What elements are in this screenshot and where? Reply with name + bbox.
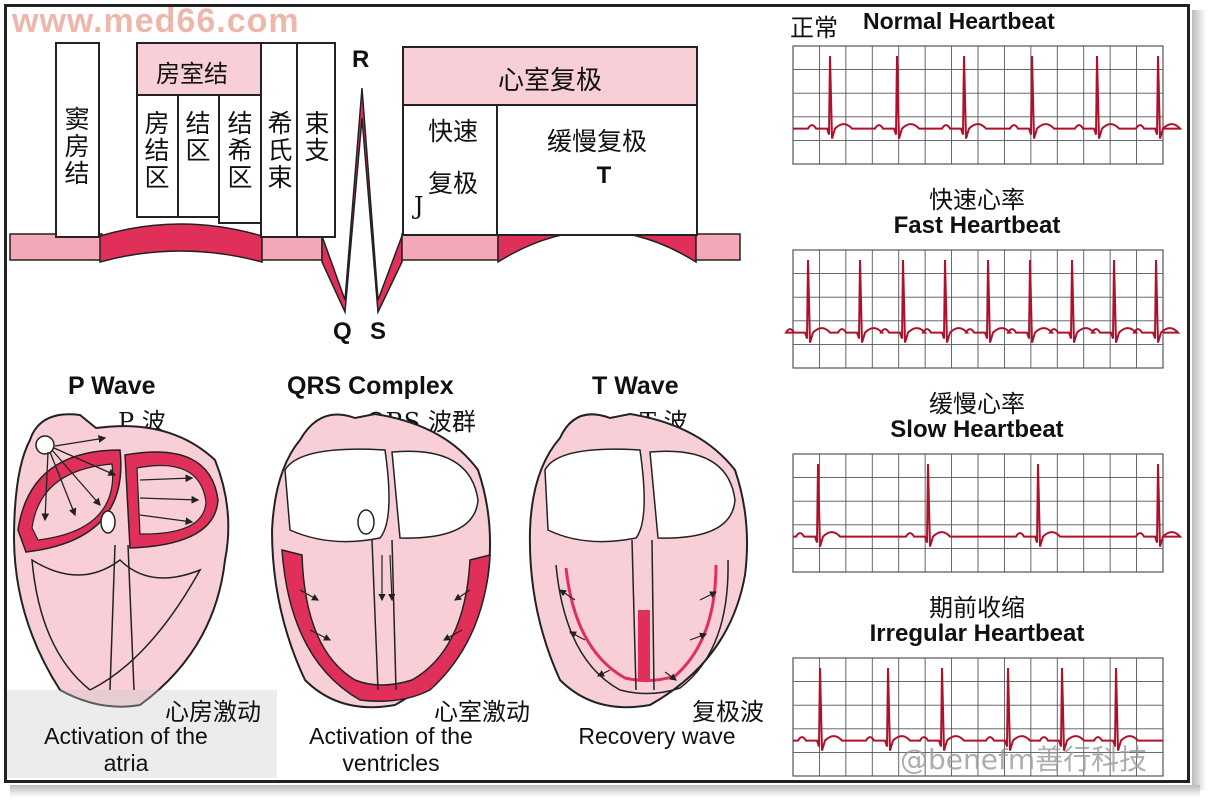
av-junction-label: 房室结 bbox=[156, 60, 228, 88]
t-wave-title: T Wave bbox=[592, 372, 679, 400]
slow-repol-label: 缓慢复极 bbox=[546, 127, 647, 156]
nodal-label: 结区 bbox=[182, 110, 211, 164]
rapid-repol-line1: 快速 bbox=[428, 117, 479, 146]
atria-caption-line2: atria bbox=[103, 750, 149, 776]
sa-node-label: 窦房结 bbox=[61, 106, 90, 187]
slow-cn-title: 缓慢心率 bbox=[929, 390, 1025, 418]
atria-caption-line1: Activation of the bbox=[44, 723, 208, 749]
rapid-repol-box: 快速 复极 J bbox=[402, 104, 498, 236]
rapid-repol-line2: 复极 bbox=[428, 169, 479, 198]
watermark-bottom: @benefm善行科技 bbox=[900, 743, 1148, 776]
p-wave-title: P Wave bbox=[68, 372, 156, 400]
r-peak-label: R bbox=[352, 46, 370, 73]
ecg-trace bbox=[793, 55, 1183, 139]
fast-cn-title: 快速心率 bbox=[929, 186, 1025, 214]
normal-en-title: Normal Heartbeat bbox=[863, 8, 1055, 34]
ventricular-repol-box: 心室复极 bbox=[402, 46, 698, 106]
recovery-cn-caption: 复极波 bbox=[692, 698, 764, 726]
watermark-top: www.med66.com bbox=[12, 2, 300, 40]
hearts-illustration bbox=[12, 412, 749, 709]
ecg-trace bbox=[784, 259, 1181, 343]
sa-node-box: 窦房结 bbox=[55, 42, 100, 238]
s-point-label: S bbox=[370, 318, 387, 345]
atrionodal-box: 房结区 bbox=[136, 94, 179, 218]
slow-en-title: Slow Heartbeat bbox=[890, 416, 1064, 443]
fast-ecg-panel bbox=[784, 249, 1181, 369]
ventricles-caption-line2: ventricles bbox=[342, 750, 440, 776]
fast-en-title: Fast Heartbeat bbox=[893, 212, 1061, 239]
normal-ecg-panel bbox=[792, 45, 1183, 165]
his-bundle-label: 希氏束 bbox=[264, 110, 293, 191]
normal-cn-title: 正常 bbox=[790, 14, 838, 42]
irregular-cn-title: 期前收缩 bbox=[929, 594, 1025, 622]
recovery-caption-line1: Recovery wave bbox=[578, 723, 736, 749]
ventricles-caption-line1: Activation of the bbox=[309, 723, 473, 749]
bundle-branch-label: 束支 bbox=[301, 110, 330, 164]
heart-recovery-icon bbox=[528, 412, 749, 709]
ecg-trace bbox=[793, 463, 1183, 547]
ecg-trace bbox=[793, 667, 1163, 751]
atrionodal-label: 房结区 bbox=[141, 110, 170, 191]
ventricles-cn-caption: 心室激动 bbox=[434, 698, 530, 726]
irregular-en-title: Irregular Heartbeat bbox=[869, 620, 1085, 647]
heart-atria-activation-icon bbox=[12, 413, 230, 708]
nodal-his-label: 结希区 bbox=[224, 110, 253, 191]
heart-ventricle-activation-icon bbox=[270, 412, 492, 709]
atria-cn-caption: 心房激动 bbox=[165, 698, 261, 726]
q-point-label: Q bbox=[333, 318, 352, 345]
caption-strip bbox=[7, 690, 277, 778]
qrs-title: QRS Complex bbox=[287, 372, 454, 400]
j-point-label: J bbox=[414, 192, 424, 220]
t-point-label: T bbox=[596, 162, 612, 189]
irregular-ecg-panel bbox=[792, 657, 1164, 777]
bundle-branch-box: 束支 bbox=[296, 42, 336, 238]
slow-ecg-panel bbox=[792, 453, 1183, 573]
slow-repol-box: 缓慢复极 T bbox=[496, 104, 698, 236]
nodal-his-box: 结希区 bbox=[218, 94, 262, 224]
ventricular-repol-label: 心室复极 bbox=[497, 66, 602, 96]
